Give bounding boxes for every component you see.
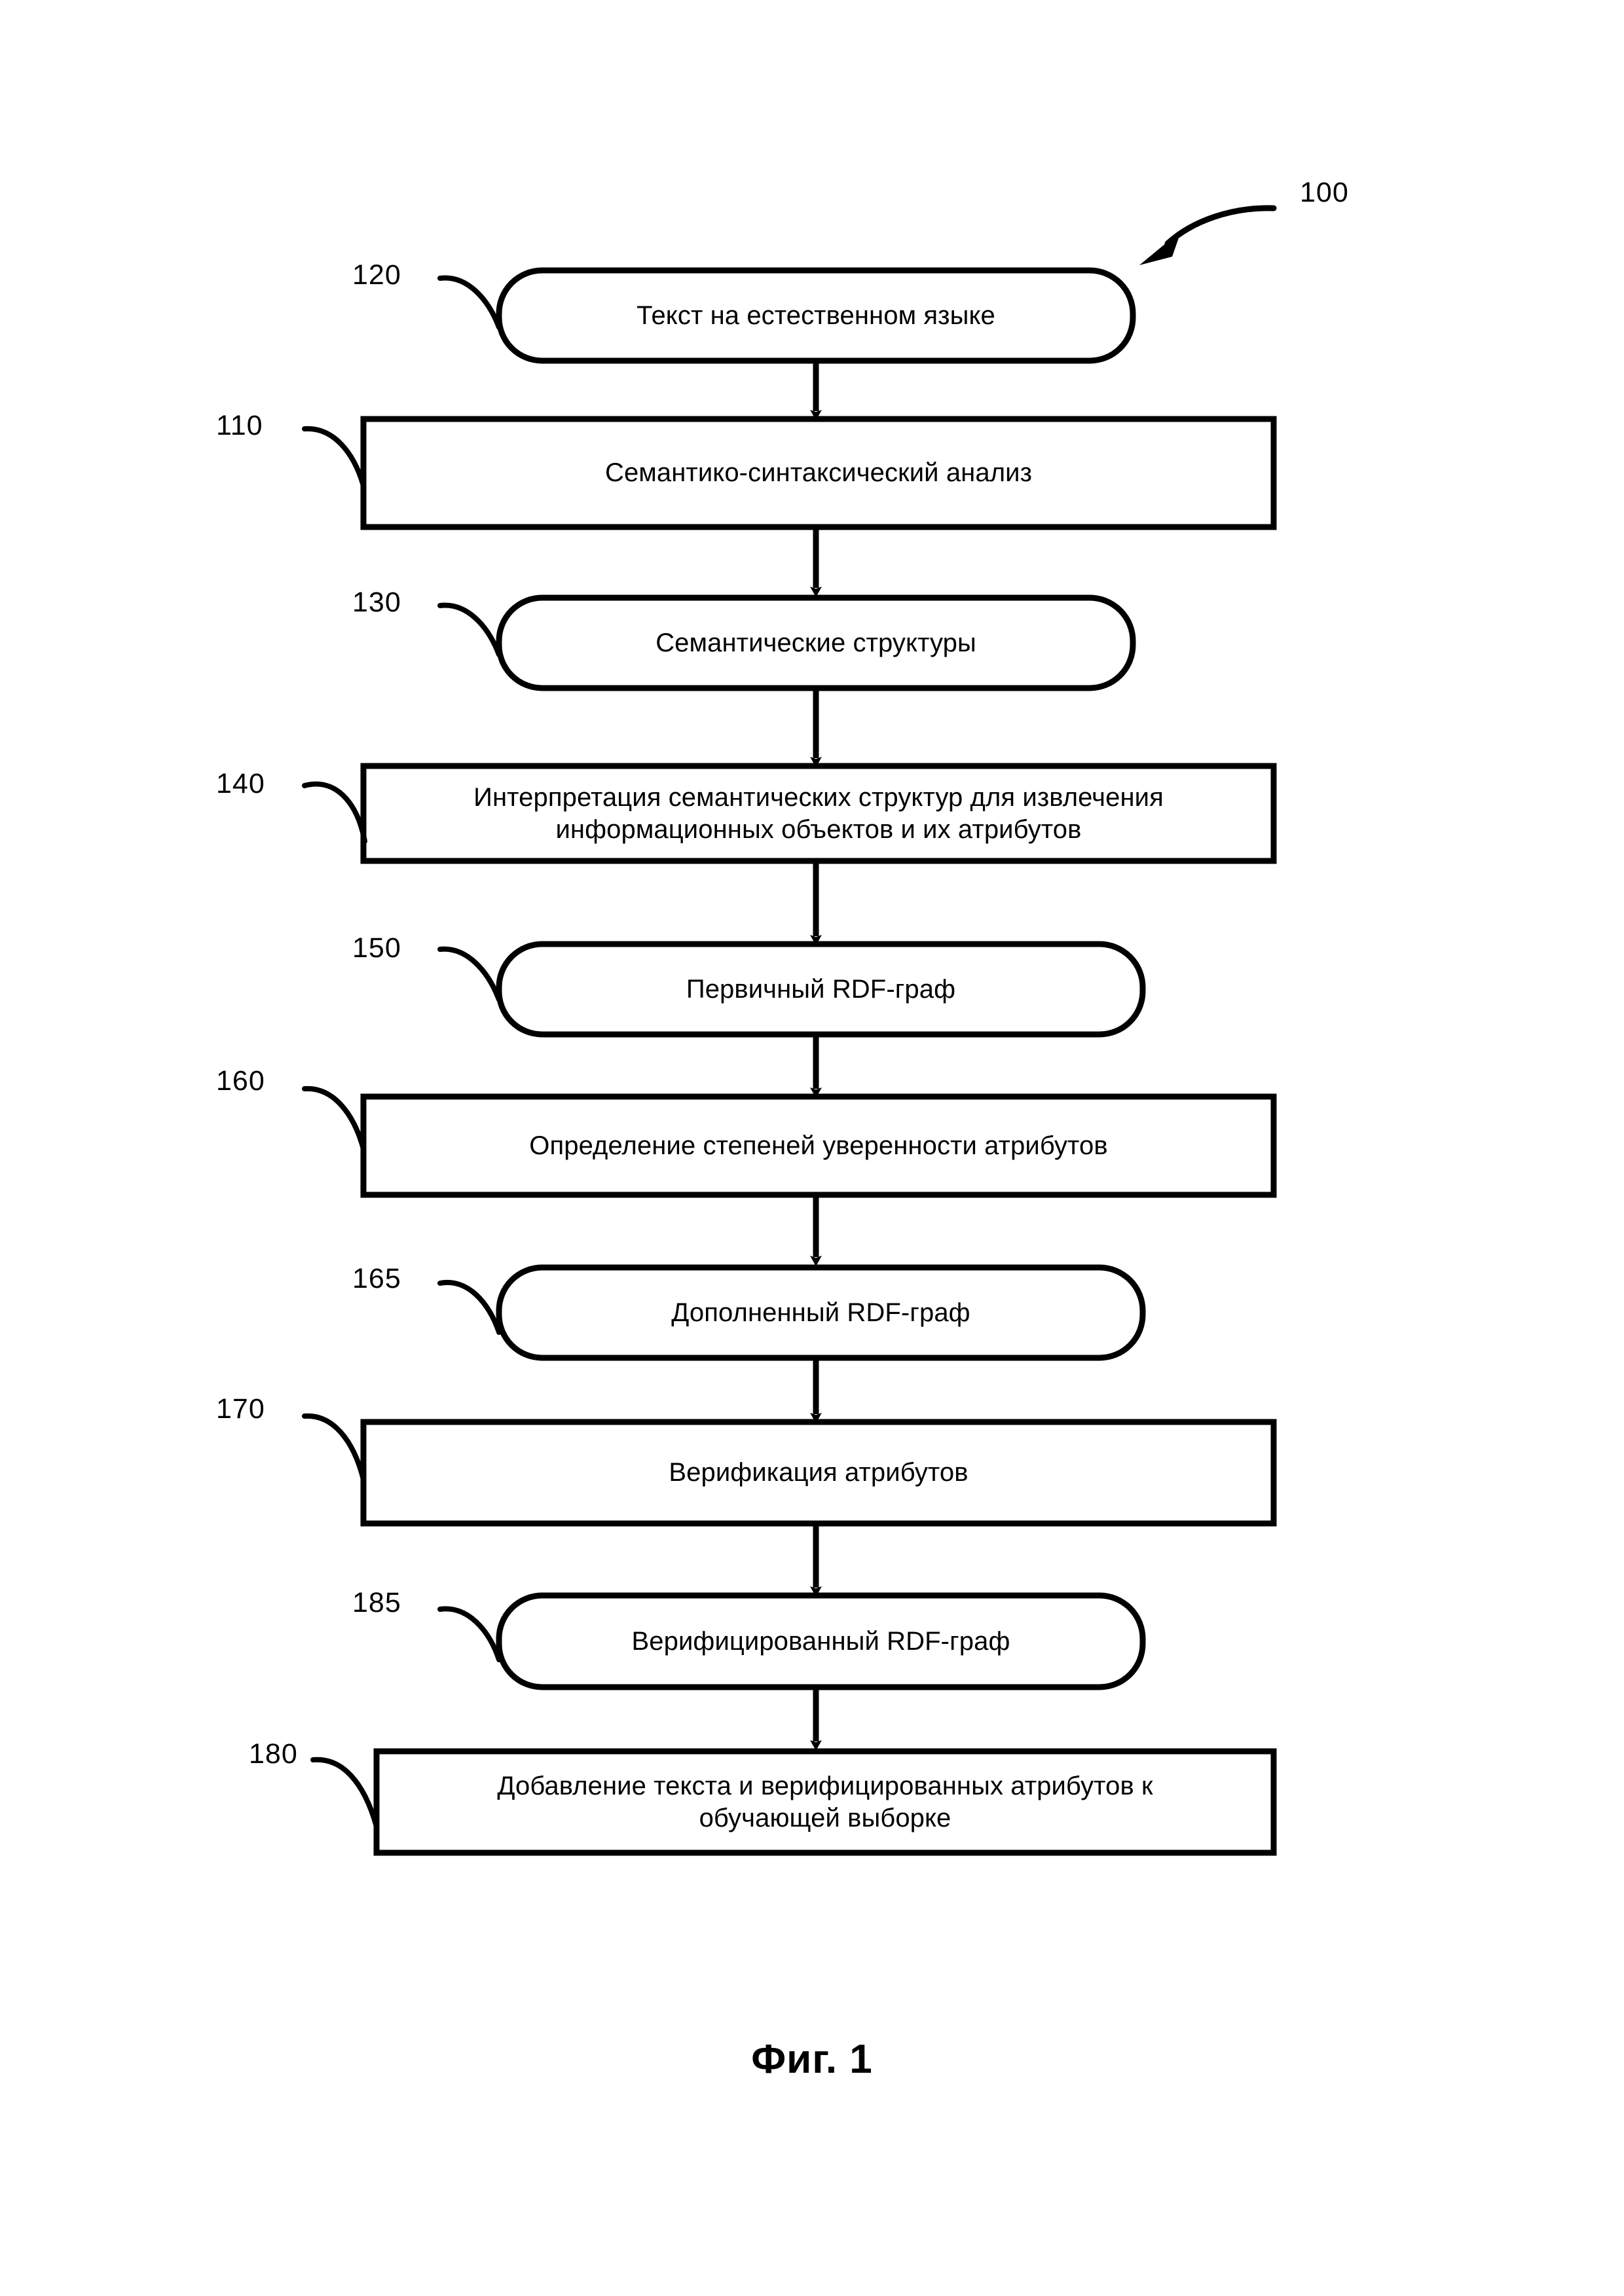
node-160-shape <box>360 1093 1277 1198</box>
node-130-ref: 130 <box>352 587 401 618</box>
node-140-shape <box>360 763 1277 864</box>
node-110-ref: 110 <box>216 410 263 441</box>
node-165-ref: 165 <box>352 1263 401 1294</box>
node-165-shape <box>496 1264 1146 1361</box>
node-170-ref: 170 <box>216 1393 265 1425</box>
leader-line-130 <box>437 602 502 657</box>
node-150-shape <box>496 941 1146 1038</box>
figure-caption: Фиг. 1 <box>751 2037 873 2082</box>
node-185-shape <box>496 1592 1146 1690</box>
node-160-ref: 160 <box>216 1065 265 1097</box>
node-170-shape <box>360 1419 1277 1527</box>
leader-line-140 <box>302 781 367 844</box>
leader-line-160 <box>302 1085 366 1152</box>
leader-line-185 <box>437 1606 502 1662</box>
leader-line-170 <box>302 1413 366 1482</box>
node-120-shape <box>496 267 1136 364</box>
node-185-ref: 185 <box>352 1587 401 1618</box>
node-180-shape <box>373 1748 1277 1856</box>
node-120-ref: 120 <box>352 259 401 291</box>
node-150-ref: 150 <box>352 932 401 964</box>
leader-line-120 <box>437 275 502 330</box>
leader-line-110 <box>302 426 366 488</box>
node-180-ref: 180 <box>249 1738 298 1770</box>
leader-line-150 <box>437 946 502 1002</box>
leader-line-180 <box>310 1757 379 1829</box>
diagram-reference-leader-100 <box>1139 205 1277 265</box>
diagram-reference-100: 100 <box>1300 177 1349 208</box>
node-140-ref: 140 <box>216 768 265 799</box>
leader-line-165 <box>437 1279 502 1335</box>
node-110-shape <box>360 416 1277 530</box>
node-130-shape <box>496 594 1136 691</box>
